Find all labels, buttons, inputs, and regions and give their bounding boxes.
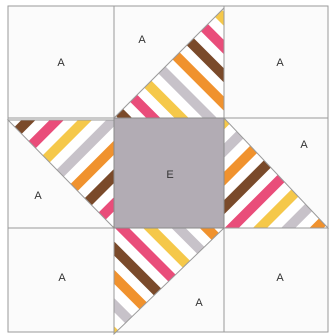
label-top-left: A bbox=[57, 57, 65, 69]
label-bottom-right: A bbox=[276, 272, 284, 284]
label-top-middle: A bbox=[138, 34, 146, 46]
label-bottom-middle: A bbox=[195, 297, 203, 309]
label-top-right: A bbox=[276, 57, 284, 69]
label-middle-right: A bbox=[300, 139, 308, 151]
label-center: E bbox=[166, 169, 173, 181]
label-middle-left: A bbox=[34, 190, 42, 202]
label-bottom-left: A bbox=[58, 272, 66, 284]
